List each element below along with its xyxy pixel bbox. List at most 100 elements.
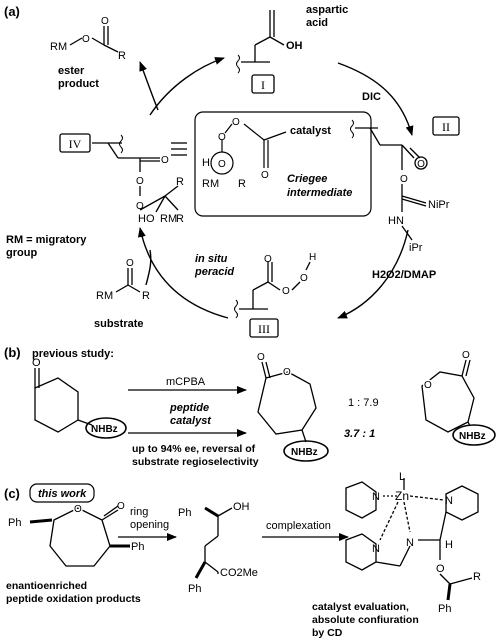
lactone-left-atom-o2: O	[257, 352, 265, 363]
species-iii-numeral: III	[258, 322, 270, 336]
species-iv-atom-o3: O	[136, 201, 144, 212]
criegee-box	[194, 111, 372, 217]
lactone-right-atom-o1: O	[424, 380, 432, 391]
nhbz-right: NHBz	[459, 431, 486, 442]
species-iv-numeral: IV	[69, 137, 82, 151]
species-iii-atom-o2: O	[282, 286, 290, 297]
species-iii-box	[249, 318, 279, 338]
criegee-atom-o2: O	[232, 117, 240, 128]
zn-n2: N	[372, 543, 380, 555]
complex-o: O	[436, 563, 445, 575]
ester-atom-o1: O	[82, 34, 90, 45]
substrate-rm: RM	[96, 290, 113, 302]
criegee-rm: RM	[202, 178, 219, 190]
ratio-mcpba: 1 : 7.9	[348, 397, 379, 409]
lactone-product-atom-o1: O	[74, 504, 82, 515]
lactone-right-atom-o2: O	[462, 350, 470, 361]
species-iii-atom-o3: O	[300, 273, 308, 284]
lactone-ph-right: Ph	[131, 541, 144, 553]
complex-h: H	[445, 539, 453, 551]
ester-product	[69, 26, 119, 53]
species-iv-atom-o1: O	[161, 155, 169, 166]
species-ii-atom-o2: O	[400, 174, 408, 185]
arrow-ii-to-iii	[337, 229, 409, 319]
species-iv-group-rm: RM	[160, 213, 177, 225]
criegee-atom-o3: O	[218, 159, 226, 170]
caption-right: catalyst evaluation,absolute confiuratio…	[312, 601, 419, 639]
diol-oh: OH	[233, 501, 250, 513]
nhbz-highlight-start	[85, 417, 127, 439]
lactone-right	[421, 359, 496, 446]
ratio-peptide: 3.7 : 1	[344, 428, 375, 440]
lactone-product	[29, 505, 130, 567]
this-work-label: this work	[38, 488, 87, 500]
nhbz-highlight-left	[283, 440, 329, 462]
reagent-mcpba: mCPBA	[166, 376, 206, 388]
species-ii-atom-o: O	[417, 159, 425, 170]
panel-b-title: previous study:	[32, 348, 114, 360]
species-i-box	[251, 74, 275, 94]
arrow-i-to-ii	[337, 62, 414, 136]
species-ii-numeral: II	[442, 120, 450, 134]
species-iv-group-r1: R	[176, 176, 184, 188]
zn-n1: N	[372, 491, 380, 503]
species-iii-group: H	[309, 252, 316, 263]
ester-rm: RM	[50, 41, 67, 53]
diol-ester	[194, 506, 233, 579]
zn-n3: N	[406, 537, 414, 549]
criegee-atom-o1: O	[218, 132, 226, 143]
cyclohexanone	[34, 368, 127, 439]
species-ii-group-nipr: NiPr	[428, 199, 450, 211]
panel-b-arrows	[128, 386, 247, 437]
panel-a-label: (a)	[4, 4, 20, 19]
zinc-complex	[345, 478, 479, 601]
catalytic-cycle-arrows	[137, 57, 414, 319]
criegee-atom-o4: O	[261, 170, 269, 181]
reagent-oxidant: H2O2/DMAP	[372, 269, 436, 281]
lactone-ph-left: Ph	[8, 517, 21, 529]
species-ii-group-hn: HN	[388, 215, 404, 227]
step-complexation: complexation	[266, 520, 331, 532]
lactone-product-atom-o2: O	[117, 501, 125, 512]
zn-ligand: L	[399, 471, 405, 483]
nhbz-highlight-right	[452, 424, 496, 446]
species-i-numeral: I	[261, 78, 265, 92]
species-ii-box	[432, 116, 460, 136]
substrate-atom-o: O	[126, 258, 134, 269]
criegee-h: H	[202, 157, 210, 169]
arrow-to-ester	[139, 61, 159, 111]
carbonyl-o-ii	[414, 156, 428, 170]
arrow-iii-to-iv	[137, 227, 229, 319]
species-ii	[350, 116, 460, 241]
species-iv	[59, 133, 187, 213]
nhbz-left: NHBz	[291, 447, 318, 458]
complex-r: R	[473, 571, 481, 583]
species-iv-group-r2: R	[176, 213, 184, 225]
species-iii-atom-o1: O	[264, 254, 272, 265]
substrate-label: substrate	[94, 318, 144, 330]
species-iii	[234, 261, 311, 338]
arrow-iv-to-i	[149, 57, 225, 116]
cyclohexanone-atom-o: O	[32, 357, 41, 369]
nhbz-start: NHBz	[91, 424, 118, 435]
diol-ph-bottom: Ph	[188, 583, 201, 595]
zn-n4: N	[445, 495, 453, 507]
reagent-dic: DIC	[362, 91, 381, 103]
ester-r: R	[118, 50, 126, 62]
panel-b-label: (b)	[4, 345, 21, 360]
zn-atom: Zn	[395, 489, 409, 503]
criegee-r: R	[238, 178, 246, 190]
substrate-structure	[115, 268, 141, 293]
species-iv-group-ho: HO	[138, 213, 155, 225]
complex-ph: Ph	[438, 603, 451, 615]
species-iv-atom-o2: O	[136, 176, 144, 187]
species-ii-group-ipr: iPr	[409, 242, 423, 254]
